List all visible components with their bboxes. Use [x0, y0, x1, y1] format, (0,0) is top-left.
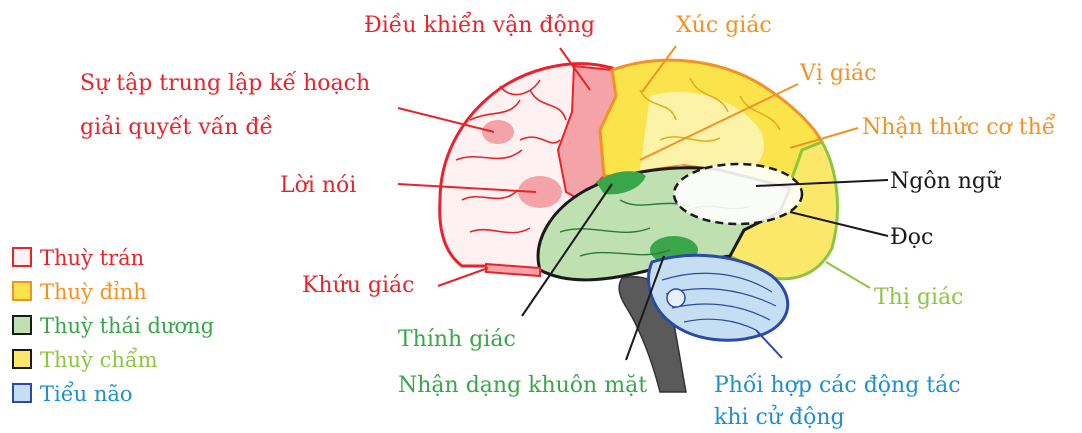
legend-swatch-occipital: [13, 350, 31, 368]
label-hearing: Thính giác: [398, 327, 516, 352]
leader-coordination: [756, 330, 782, 358]
label-planning-line2: giải quyết vấn đề: [80, 114, 273, 140]
legend-item-occipital: Thuỳ chẩm: [13, 348, 158, 372]
legend-label-frontal: Thuỳ trán: [40, 246, 144, 270]
legend-swatch-parietal: [13, 282, 31, 300]
leader-vision: [826, 262, 870, 288]
label-body-awareness: Nhận thức cơ thể: [862, 112, 1056, 140]
label-touch: Xúc giác: [676, 13, 772, 38]
label-coordination-line2: khi cử động: [714, 404, 845, 430]
legend: Thuỳ trán Thuỳ đỉnh Thuỳ thái dương Thuỳ…: [13, 246, 214, 406]
legend-item-temporal: Thuỳ thái dương: [13, 314, 214, 338]
label-language: Ngôn ngữ: [890, 169, 1002, 194]
legend-swatch-frontal: [13, 248, 31, 266]
legend-item-cerebellum: Tiểu não: [13, 382, 133, 406]
planning-area: [482, 120, 514, 144]
label-motor-control: Điều khiển vận động: [364, 10, 595, 38]
pons-node: [667, 289, 685, 307]
legend-label-temporal: Thuỳ thái dương: [40, 314, 214, 338]
language-reading-area: [674, 164, 802, 224]
label-planning-line1: Sự tập trung lập kế hoạch: [80, 70, 370, 96]
legend-item-frontal: Thuỳ trán: [13, 246, 144, 270]
legend-label-parietal: Thuỳ đỉnh: [40, 280, 147, 304]
legend-item-parietal: Thuỳ đỉnh: [13, 280, 147, 304]
label-speech: Lời nói: [280, 173, 356, 198]
legend-swatch-temporal: [13, 316, 31, 334]
label-reading: Đọc: [890, 225, 933, 250]
label-taste: Vị giác: [799, 61, 876, 86]
label-coordination-line1: Phối hợp các động tác: [714, 372, 961, 398]
legend-label-occipital: Thuỳ chẩm: [40, 348, 158, 372]
label-face-recognition: Nhận dạng khuôn mặt: [398, 373, 647, 398]
label-vision: Thị giác: [874, 285, 963, 310]
label-smell: Khứu giác: [302, 273, 415, 298]
legend-swatch-cerebellum: [13, 384, 31, 402]
leader-smell: [438, 268, 488, 286]
legend-label-cerebellum: Tiểu não: [40, 382, 133, 406]
